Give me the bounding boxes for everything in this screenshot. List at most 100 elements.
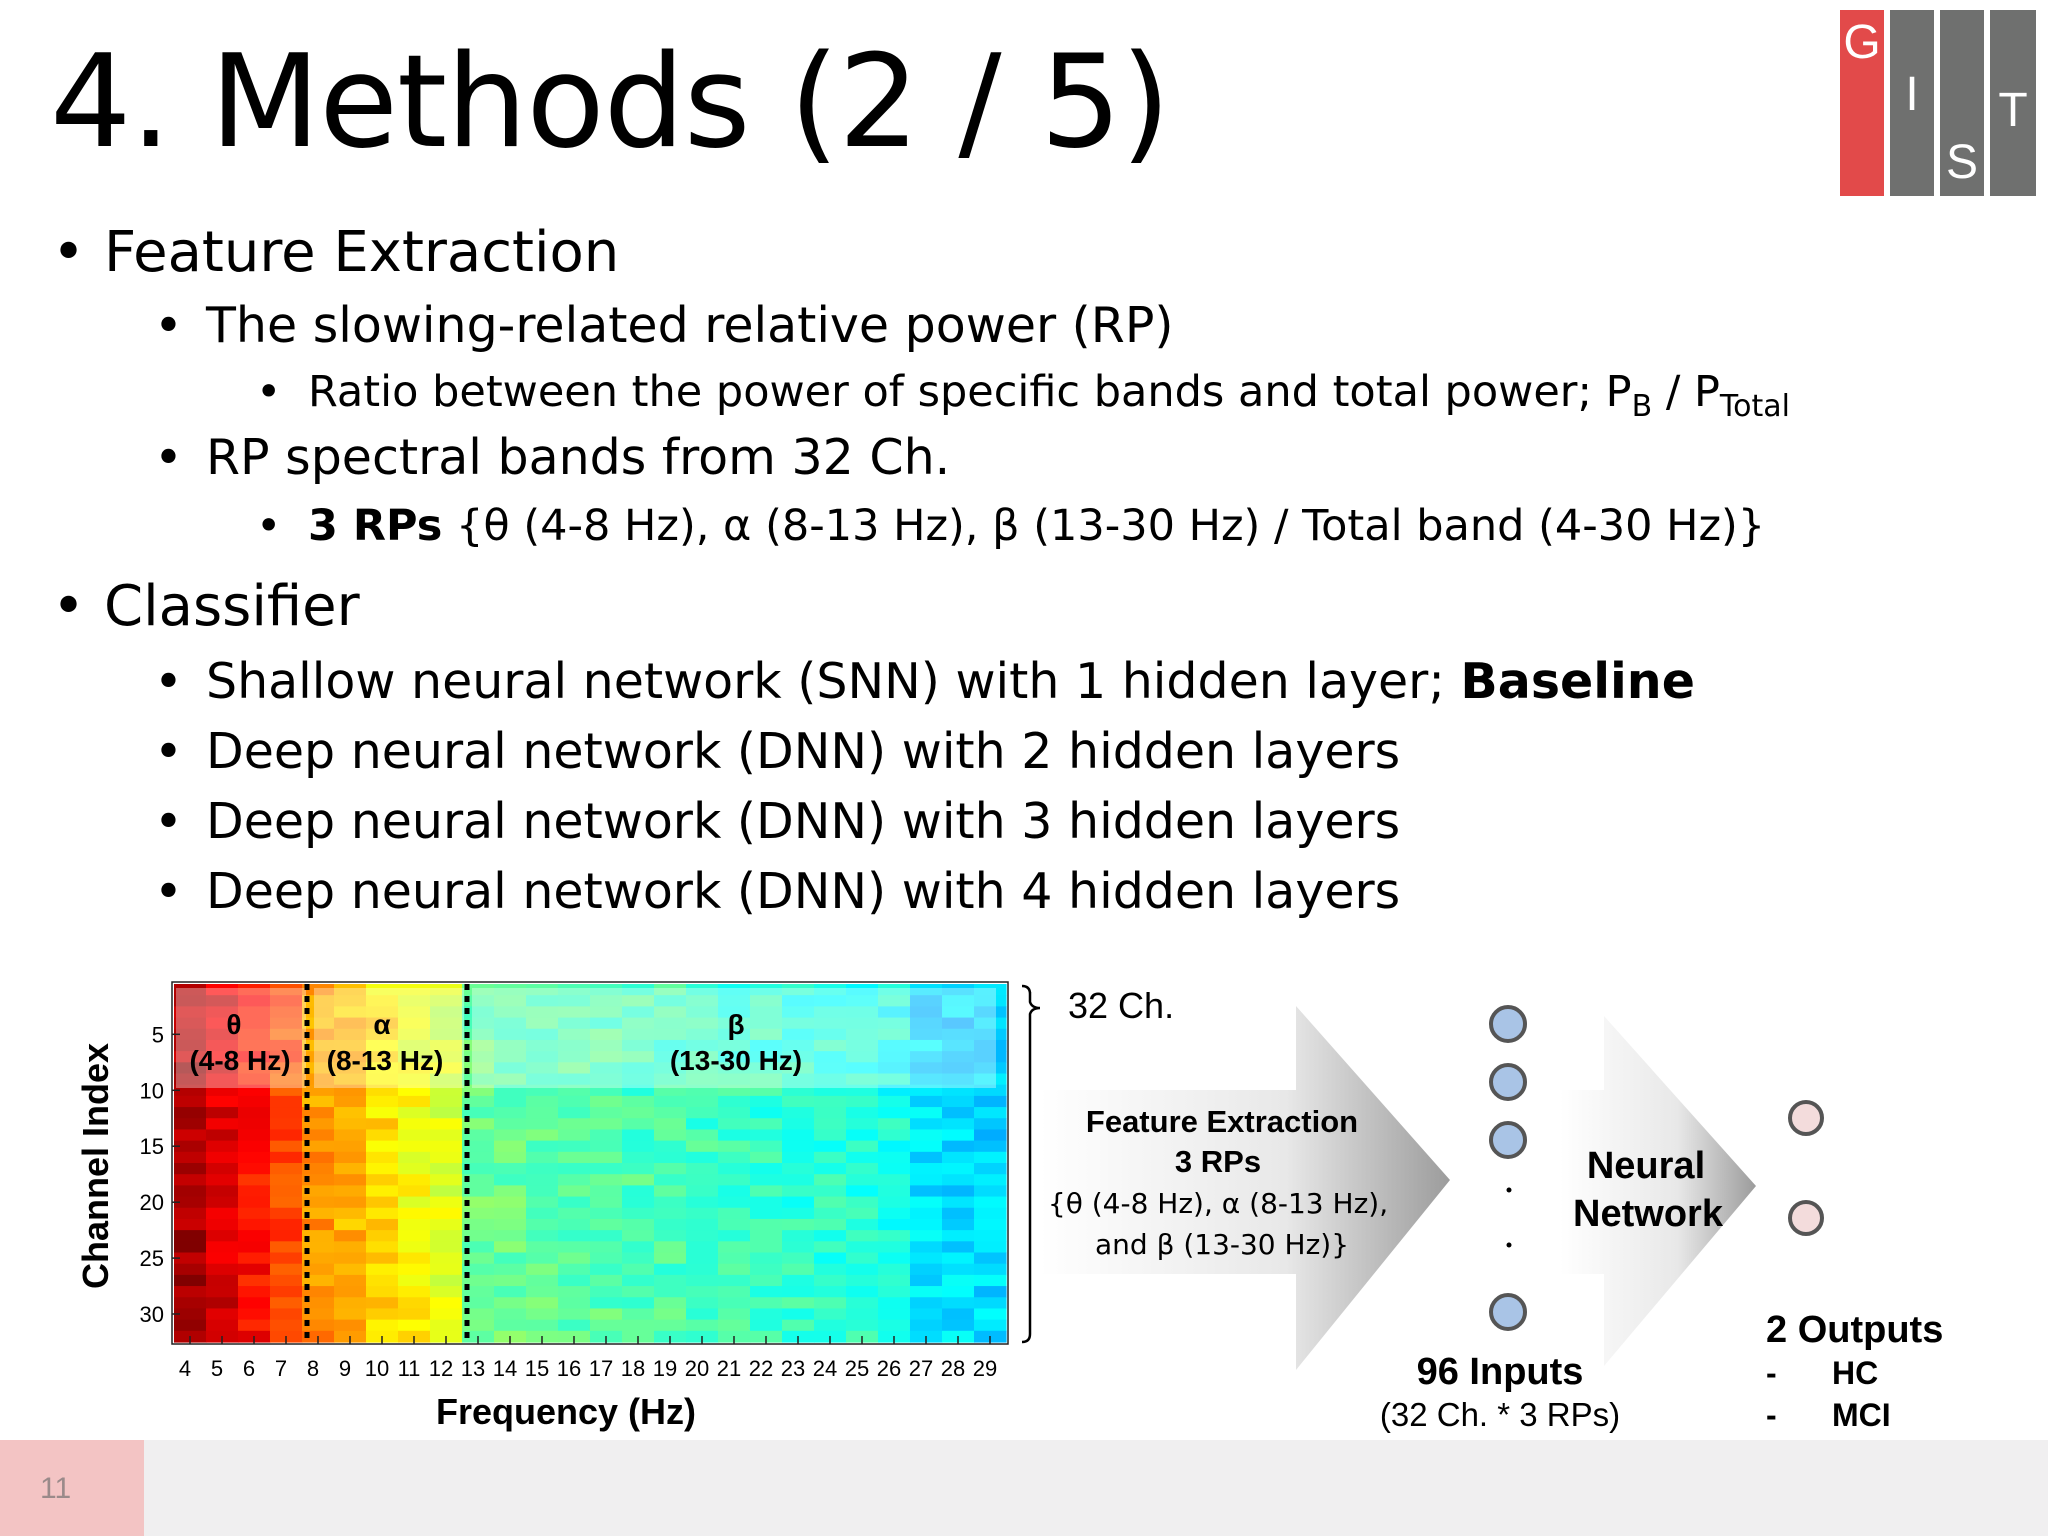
heatmap-cell [206, 984, 239, 996]
heatmap-cell [942, 1218, 975, 1231]
heatmap-cell [846, 1039, 879, 1052]
heatmap-cell [206, 1174, 239, 1186]
heatmap-cell [654, 1051, 687, 1063]
heatmap-cell [334, 1274, 367, 1287]
heatmap-cell [462, 1062, 495, 1075]
heatmap-cell [846, 995, 879, 1007]
heatmap-cell [302, 1230, 335, 1242]
bullet-text: The slowing-related relative power (RP) [206, 297, 1174, 354]
logo-block-i [1890, 10, 1934, 196]
heatmap-cell [622, 1241, 655, 1254]
band-box-alpha [314, 988, 464, 1088]
heatmap-cell [206, 1252, 239, 1265]
heatmap-cell [462, 1218, 495, 1231]
heatmap-cell [174, 1185, 207, 1198]
heatmap-cell [334, 1140, 367, 1153]
bracket-label: 32 Ch. [1068, 985, 1174, 1026]
ellipsis-dot [1506, 1242, 1512, 1248]
heatmap-cell [590, 1006, 623, 1019]
heatmap-cell [814, 1017, 847, 1030]
heatmap-cell [846, 1084, 879, 1097]
heatmap-cell [430, 1308, 463, 1321]
heatmap-cell [238, 1129, 271, 1142]
x-tick-label: 28 [941, 1356, 965, 1381]
heatmap-cell [494, 1230, 527, 1242]
heatmap-cell [462, 1263, 495, 1276]
heatmap-cell [206, 1095, 239, 1108]
heatmap-cell [526, 1297, 559, 1310]
heatmap-cell [366, 1062, 399, 1075]
heatmap-cell [718, 1062, 751, 1075]
heatmap-cell [270, 1028, 303, 1041]
x-tick-label: 18 [621, 1356, 645, 1381]
heatmap-cell [462, 1174, 495, 1186]
heatmap-cell [270, 1084, 303, 1097]
heatmap-cell [654, 1263, 687, 1276]
heatmap-cell [750, 1017, 783, 1030]
heatmap-cell [174, 1039, 207, 1052]
bullet-snn: •Shallow neural network (SNN) with 1 hid… [154, 653, 1695, 710]
y-tick-label: 25 [140, 1246, 164, 1271]
heatmap-cell [430, 1129, 463, 1142]
heatmap-cell [686, 1039, 719, 1052]
heatmap-cell [366, 1263, 399, 1276]
heatmap-cell [942, 1174, 975, 1186]
heatmap-cell [654, 1241, 687, 1254]
heatmap-cell [846, 1174, 879, 1186]
heatmap-cell [654, 1163, 687, 1175]
feature-extraction-arrow [1040, 1006, 1450, 1370]
heatmap-cell [174, 995, 207, 1007]
heatmap-cell [654, 1196, 687, 1209]
x-tick-label: 29 [973, 1356, 997, 1381]
heatmap-cell [782, 1263, 815, 1276]
x-tick-label: 9 [339, 1356, 351, 1381]
heatmap-cell [686, 995, 719, 1007]
heatmap-cell [462, 1196, 495, 1209]
heatmap-cell [590, 1319, 623, 1332]
heatmap-cell [238, 1297, 271, 1310]
heatmap-cell [206, 1274, 239, 1287]
heatmap-cell [174, 1028, 207, 1041]
heatmap-cell [846, 1129, 879, 1142]
heatmap-cell [750, 1207, 783, 1220]
y-tick-label: 20 [140, 1190, 164, 1215]
heatmap-cell [846, 1286, 879, 1298]
heatmap-cell [750, 1006, 783, 1019]
heatmap-cell [750, 1286, 783, 1298]
heatmap-cell [174, 1095, 207, 1108]
band-box-beta [472, 988, 996, 1088]
heatmap-cell [686, 1051, 719, 1063]
heatmap-cell [558, 1129, 591, 1142]
heatmap-cell [590, 1163, 623, 1175]
heatmap-cell [206, 1129, 239, 1142]
heatmap-cell [174, 1062, 207, 1075]
heatmap-cell [334, 984, 367, 996]
heatmap-cell [686, 1263, 719, 1276]
heatmap-cell [718, 1252, 751, 1265]
heatmap-cell [782, 1051, 815, 1063]
heatmap-cell [814, 1241, 847, 1254]
heatmap-cell [942, 995, 975, 1007]
heatmap-cell [462, 1051, 495, 1063]
heatmap-cell [686, 1017, 719, 1030]
heatmap-cell [398, 1263, 431, 1276]
heatmap-cell [302, 1218, 335, 1231]
heatmap-cell [814, 1095, 847, 1108]
heatmap-cell [942, 1107, 975, 1119]
heatmap-cell [366, 1308, 399, 1321]
heatmap-cell [686, 1163, 719, 1175]
heatmap-cell [302, 1084, 335, 1097]
heatmap-cell [558, 1028, 591, 1041]
heatmap-cell [718, 1319, 751, 1332]
heatmap-cell [494, 1207, 527, 1220]
heatmap-cell [686, 1140, 719, 1153]
heatmap-cell [814, 1084, 847, 1097]
logo-block-g [1840, 10, 1884, 196]
heatmap-cell [366, 1185, 399, 1198]
output-node-mci [1788, 1200, 1824, 1236]
heatmap-cell [430, 1095, 463, 1108]
heatmap-cell [526, 1028, 559, 1041]
bullet-text: Deep neural network (DNN) with 4 hidden … [206, 863, 1401, 920]
heatmap-cell [686, 1129, 719, 1142]
heatmap-cell [270, 1286, 303, 1298]
